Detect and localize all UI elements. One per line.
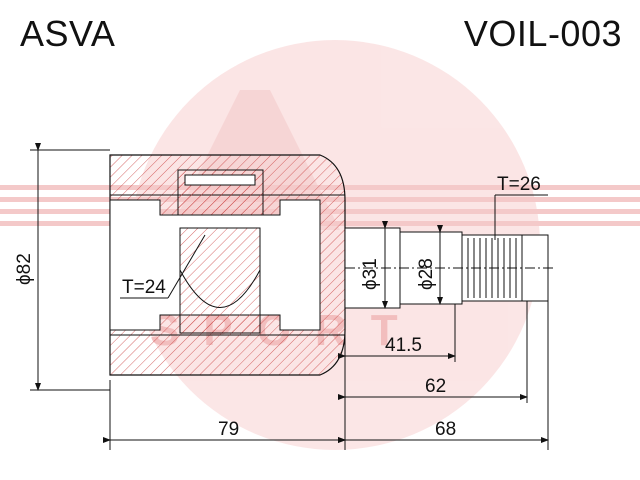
shaft-diameter-31-label: ϕ31 [360, 258, 381, 290]
length-62-label: 62 [425, 376, 446, 397]
dimension-lines [30, 143, 549, 450]
outer-diameter-label: ϕ82 [14, 253, 35, 285]
length-68-label: 68 [435, 419, 456, 440]
shaft [344, 227, 556, 309]
part-number: VOIL-003 [463, 13, 622, 54]
inner-teeth-label: T=24 [122, 277, 166, 298]
length-41-5-label: 41.5 [385, 335, 422, 356]
outer-teeth-label: T=26 [497, 174, 541, 195]
brand-label: ASVA [20, 13, 116, 54]
length-79-label: 79 [218, 419, 239, 440]
inner-spider [177, 169, 264, 334]
shaft-diameter-28-label: ϕ28 [416, 258, 437, 290]
